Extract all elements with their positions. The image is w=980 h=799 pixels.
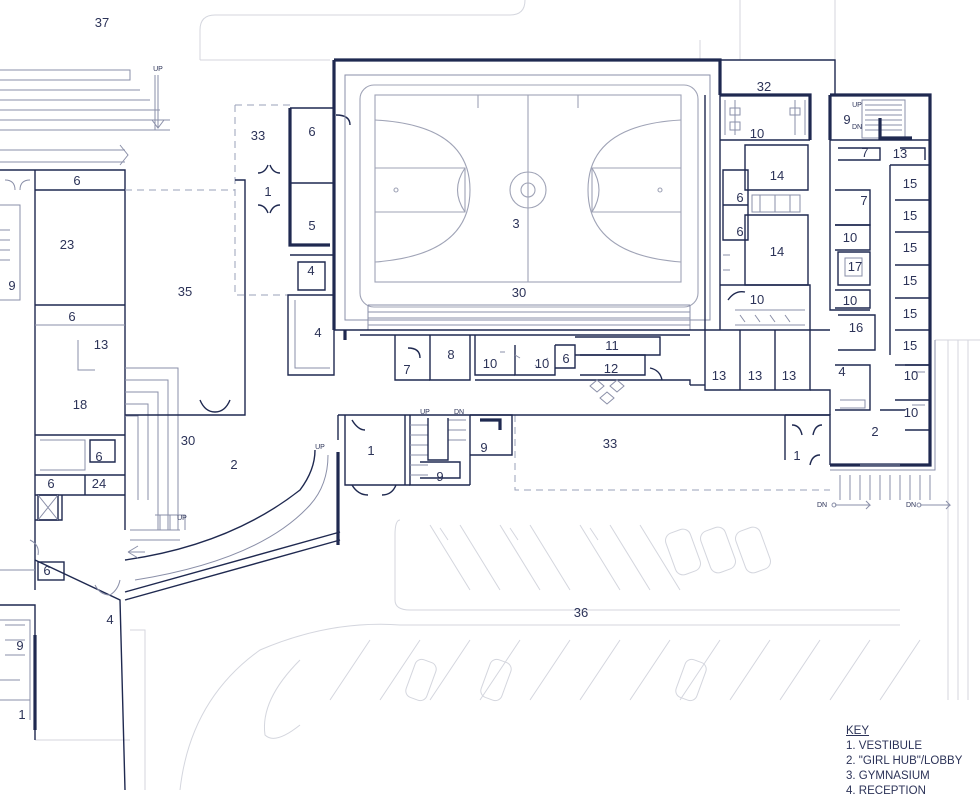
east-stairs: [830, 340, 952, 510]
room-label-32: 32: [757, 79, 771, 94]
covered-areas: [125, 104, 830, 491]
room-label-7: 7: [860, 193, 867, 208]
room-label-7: 7: [403, 362, 410, 377]
room-label-36: 36: [574, 605, 588, 620]
stair-label: UP: [177, 515, 187, 522]
room-label-4: 4: [106, 612, 113, 627]
room-label-1: 1: [793, 448, 800, 463]
room-label-33: 33: [603, 436, 617, 451]
central-entry: [344, 414, 513, 496]
room-label-15: 15: [903, 273, 917, 288]
room-label-4: 4: [838, 364, 845, 379]
room-label-13: 13: [94, 337, 108, 352]
legend-key: KEY 1. VESTIBULE 2. "GIRL HUB"/LOBBY 3. …: [846, 724, 980, 799]
south-rooms: [343, 330, 691, 405]
stair-label: DN: [906, 502, 916, 509]
stair-label: DN: [817, 502, 827, 509]
room-label-37: 37: [95, 15, 109, 30]
room-labels: 37 32 33 6 1 5 4 4 3 30 10 14 14 6 6 10 …: [8, 15, 918, 722]
room-label-9: 9: [843, 112, 850, 127]
ramps: [124, 367, 341, 601]
room-label-1: 1: [18, 707, 25, 722]
site-context: [35, 0, 980, 790]
room-label-5: 5: [308, 218, 315, 233]
room-label-7: 7: [861, 145, 868, 160]
room-label-33: 33: [251, 128, 265, 143]
room-label-10: 10: [904, 405, 918, 420]
room-label-1: 1: [367, 443, 374, 458]
stair-label: DN: [852, 124, 862, 131]
room-label-10: 10: [843, 293, 857, 308]
room-label-15: 15: [903, 306, 917, 321]
legend-item: 4. RECEPTION: [846, 785, 926, 797]
room-label-10: 10: [750, 126, 764, 141]
stair-label: UP: [315, 444, 325, 451]
existing-building: [0, 69, 170, 790]
room-label-14: 14: [770, 168, 784, 183]
room-label-15: 15: [903, 338, 917, 353]
stair-label: UP: [852, 102, 862, 109]
room-label-9: 9: [16, 638, 23, 653]
room-label-13: 13: [712, 368, 726, 383]
stair-label: DN: [454, 409, 464, 416]
room-label-6: 6: [562, 351, 569, 366]
room-label-35: 35: [178, 284, 192, 299]
room-label-12: 12: [604, 361, 618, 376]
room-label-15: 15: [903, 240, 917, 255]
room-label-6: 6: [43, 563, 50, 578]
legend-title: KEY: [846, 725, 870, 737]
room-label-3: 3: [512, 216, 519, 231]
stair-labels: UP UP UP DN UP UP DN DN DN: [153, 66, 916, 522]
room-label-13: 13: [782, 368, 796, 383]
south-classrooms: [337, 329, 831, 440]
room-label-13: 13: [748, 368, 762, 383]
room-label-6: 6: [47, 476, 54, 491]
room-label-10: 10: [904, 368, 918, 383]
room-label-9: 9: [8, 278, 15, 293]
room-label-1: 1: [264, 184, 271, 199]
legend-item: 1. VESTIBULE: [846, 740, 923, 752]
room-label-6: 6: [736, 224, 743, 239]
room-label-6: 6: [95, 449, 102, 464]
room-label-10: 10: [843, 230, 857, 245]
room-label-16: 16: [849, 320, 863, 335]
room-label-15: 15: [903, 176, 917, 191]
east-wing: [719, 59, 932, 467]
room-label-30: 30: [512, 285, 526, 300]
room-label-6: 6: [308, 124, 315, 139]
room-label-24: 24: [92, 476, 106, 491]
room-label-10: 10: [750, 292, 764, 307]
room-label-4: 4: [314, 325, 321, 340]
room-label-9: 9: [480, 440, 487, 455]
legend-item: 3. GYMNASIUM: [846, 770, 930, 782]
room-label-15: 15: [903, 208, 917, 223]
room-label-6: 6: [73, 173, 80, 188]
room-label-11: 11: [605, 338, 619, 353]
legend-item: 2. "GIRL HUB"/LOBBY: [846, 755, 963, 767]
room-label-30: 30: [181, 433, 195, 448]
room-label-6: 6: [736, 190, 743, 205]
room-label-9: 9: [436, 469, 443, 484]
room-label-14: 14: [770, 244, 784, 259]
room-label-18: 18: [73, 397, 87, 412]
east-core: [719, 93, 812, 330]
room-label-13: 13: [893, 146, 907, 161]
stair-label: UP: [420, 409, 430, 416]
stair-arrow-up-icon: [151, 75, 165, 129]
west-wing: [257, 107, 351, 376]
room-label-17: 17: [848, 259, 862, 274]
room-label-2: 2: [230, 457, 237, 472]
room-label-10: 10: [535, 356, 549, 371]
room-label-10: 10: [483, 356, 497, 371]
stair-label: UP: [153, 66, 163, 73]
room-label-4: 4: [307, 263, 314, 278]
gymnasium: [332, 58, 722, 331]
room-label-8: 8: [447, 347, 454, 362]
room-label-2: 2: [871, 424, 878, 439]
room-label-6: 6: [68, 309, 75, 324]
room-label-23: 23: [60, 237, 74, 252]
